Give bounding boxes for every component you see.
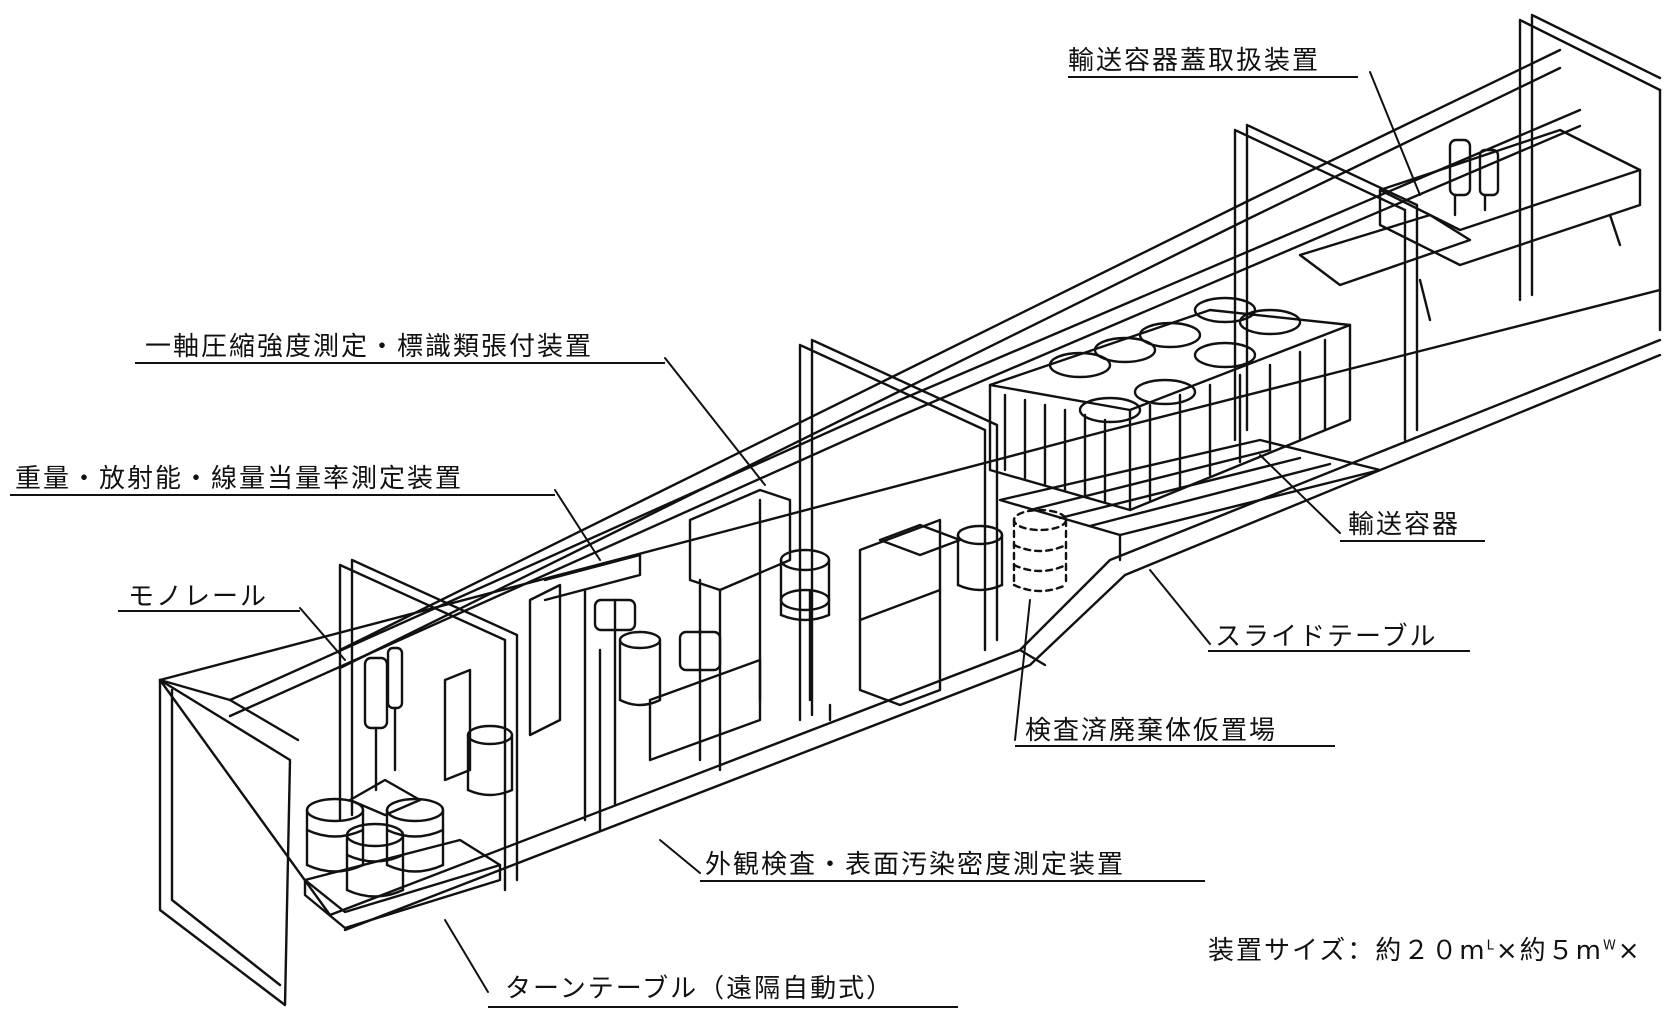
compression-station xyxy=(648,488,831,772)
slide-table xyxy=(998,438,1382,562)
monorail-hoist xyxy=(348,646,422,817)
size-note-sup-w: W xyxy=(1602,938,1618,954)
turntable-drums xyxy=(303,797,502,930)
label-lid-handler: 輸送容器蓋取扱装置 xyxy=(1068,46,1321,76)
label-compression: 一軸圧縮強度測定・標識類張付装置 xyxy=(145,332,594,362)
underline-lid-handler xyxy=(1068,76,1358,78)
size-note-suffix: × xyxy=(1617,936,1642,966)
leader-lines xyxy=(299,71,1421,993)
transport-container xyxy=(988,296,1352,512)
label-appearance: 外観検査・表面汚染密度測定装置 xyxy=(705,850,1126,880)
underline-appearance xyxy=(700,880,1205,882)
underline-weight xyxy=(10,494,555,496)
underline-slide-table xyxy=(1208,650,1470,652)
underline-temp-storage xyxy=(1015,745,1335,747)
left-end-frame xyxy=(158,678,300,1007)
underline-monorail xyxy=(118,610,300,612)
overhead-rails xyxy=(228,48,1582,718)
lid-handler xyxy=(1298,128,1642,322)
size-note-sup-l: L xyxy=(1486,938,1496,954)
size-note-prefix: 装置サイズ：約２０m xyxy=(1208,936,1487,966)
gate-frames xyxy=(338,13,1662,892)
label-temp-storage: 検査済廃棄体仮置場 xyxy=(1025,716,1278,746)
label-container: 輸送容器 xyxy=(1348,510,1461,540)
size-note-mid: ×約５m xyxy=(1495,936,1603,966)
weight-station xyxy=(443,553,662,832)
size-note: 装置サイズ：約２０mL×約５mW× xyxy=(1208,938,1642,964)
underline-turntable xyxy=(488,1006,958,1008)
appearance-station xyxy=(808,518,1004,722)
temp-storage-drums xyxy=(1012,508,1068,593)
label-weight: 重量・放射能・線量当量率測定装置 xyxy=(15,464,464,494)
underline-compression xyxy=(135,362,665,364)
label-slide-table: スライドテーブル xyxy=(1215,622,1438,652)
underline-container xyxy=(1340,540,1485,542)
floor-rails xyxy=(158,288,1662,932)
label-monorail: モノレール xyxy=(128,582,269,612)
label-turntable: ターンテーブル（遠隔自動式） xyxy=(505,974,895,1004)
